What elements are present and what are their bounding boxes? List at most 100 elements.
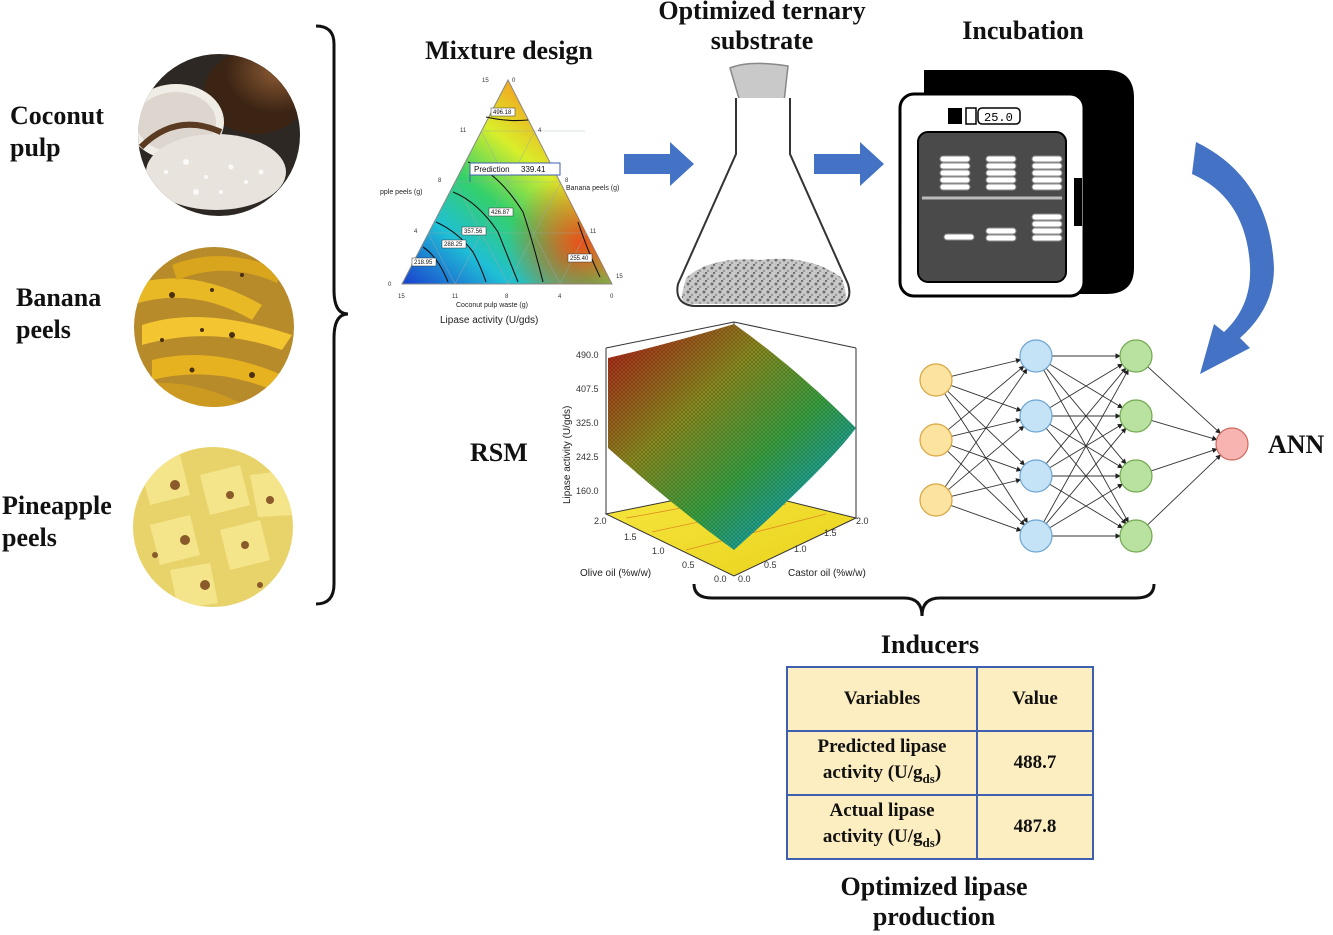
right-tick-2: 4	[538, 128, 542, 134]
x-tick-5: 0.0	[714, 574, 727, 584]
input-node	[919, 483, 953, 517]
x-tick-2: 1.5	[624, 532, 637, 542]
x-axis-label: Olive oil (%w/w)	[580, 568, 651, 579]
bottom-tick-4: 4	[558, 294, 562, 300]
table-row: Actual lipase activity (U/gds) 487.8	[786, 794, 1094, 860]
contour-label-6: 255.40	[570, 256, 589, 262]
row-actual-variable: Actual lipase activity (U/gds)	[786, 794, 978, 860]
bottom-axis-label: Coconut pulp waste (g)	[456, 302, 528, 309]
mixture-design-plot: 496.18 426.87 357.56 288.25 218.95 255.4…	[380, 78, 623, 326]
contour-label-5: 218.95	[414, 260, 433, 266]
input-node	[919, 363, 953, 397]
coconut-pulp-image	[138, 54, 300, 216]
label-banana-line2: peels	[16, 315, 71, 344]
left-tick-3: 8	[438, 178, 442, 184]
contour-label-4: 288.25	[444, 242, 463, 248]
contour-label-2: 426.87	[491, 210, 510, 216]
ann-connection	[1045, 427, 1127, 524]
right-tick-5: 15	[616, 274, 623, 280]
label-coconut-line2: pulp	[10, 133, 61, 162]
banana-peels-image	[134, 247, 294, 407]
final-title: Optimized lipase production	[800, 872, 1068, 932]
x-tick-3: 1.0	[652, 546, 665, 556]
contour-label-3: 357.56	[464, 229, 483, 235]
actual-line2: activity (U/gds)	[822, 826, 942, 850]
bottom-tick-5: 0	[610, 294, 614, 300]
hidden1-node	[1019, 459, 1053, 493]
header-variables: Variables	[786, 666, 978, 732]
prediction-value: 339.41	[521, 165, 546, 174]
ternary-title-line2: substrate	[710, 26, 814, 55]
bottom-tick-2: 11	[452, 294, 459, 300]
y-tick-4: 1.5	[824, 528, 837, 538]
right-tick-3: 8	[565, 178, 569, 184]
inducers-brace	[692, 583, 1156, 617]
ann-network	[919, 339, 1249, 553]
x-tick-1: 2.0	[594, 516, 607, 526]
contour-label-1: 496.18	[493, 110, 512, 116]
ann-connection	[944, 368, 1028, 488]
incubation-title: Incubation	[962, 16, 1084, 45]
left-tick-2: 11	[460, 128, 467, 134]
ann-connection	[947, 425, 1025, 491]
label-pineapple-peels: Pineapple peels	[2, 490, 112, 554]
y-tick-1: 0.0	[738, 574, 751, 584]
response-label: Lipase activity (U/gds)	[440, 315, 538, 326]
incubator-image: 25.0	[898, 70, 1134, 298]
incubator-display: 25.0	[984, 111, 1013, 125]
ann-connection	[1147, 454, 1222, 526]
ann-connection	[1043, 369, 1129, 523]
actual-line1: Actual lipase	[829, 800, 935, 822]
x-tick-4: 0.5	[682, 560, 695, 570]
bottom-tick-1: 15	[398, 294, 405, 300]
right-tick-1: 0	[512, 78, 516, 84]
label-pineapple-line1: Pineapple	[2, 491, 112, 520]
ann-connection	[951, 478, 1022, 497]
arrow-to-incubator	[814, 142, 884, 186]
flask-image	[676, 62, 851, 307]
bottom-tick-3: 8	[505, 294, 509, 300]
left-tick-4: 4	[414, 229, 418, 235]
ann-connection	[1151, 420, 1218, 441]
label-pineapple-line2: peels	[2, 523, 57, 552]
output-node	[1215, 427, 1249, 461]
right-axis-label: Banana peels (g)	[566, 185, 619, 192]
ann-label: ANN	[1268, 430, 1325, 459]
ann-connection	[950, 504, 1022, 532]
z-tick-3: 325.0	[576, 418, 599, 428]
row-predicted-value: 488.7	[976, 730, 1094, 796]
y-tick-5: 2.0	[856, 516, 869, 526]
hidden2-node	[1119, 399, 1153, 433]
z-tick-4: 242.5	[576, 452, 599, 462]
z-tick-5: 160.0	[576, 486, 599, 496]
row-actual-value: 487.8	[976, 794, 1094, 860]
y-tick-3: 1.0	[794, 544, 807, 554]
substrate-brace	[315, 24, 349, 606]
curved-arrow-to-ann	[1192, 142, 1274, 374]
hidden2-node	[1119, 459, 1153, 493]
y-axis-label: Castor oil (%w/w)	[788, 568, 866, 579]
ann-connection	[1049, 363, 1124, 409]
ternary-title-line1: Optimized ternary	[658, 0, 866, 25]
hidden2-node	[1119, 519, 1153, 553]
z-axis-label: Lipase activity (U/gds)	[562, 406, 573, 504]
prediction-label: Prediction	[474, 165, 510, 174]
ann-connection	[1049, 483, 1124, 529]
ann-connection	[1045, 367, 1127, 464]
pineapple-peels-image	[133, 447, 293, 607]
label-banana-line1: Banana	[16, 283, 102, 312]
rsm-label: RSM	[470, 438, 528, 467]
input-node	[919, 423, 953, 457]
ann-connection	[951, 358, 1022, 377]
final-title-line1: Optimized lipase	[840, 872, 1028, 901]
hidden1-node	[1019, 399, 1053, 433]
label-coconut-pulp: Coconut pulp	[10, 100, 104, 164]
ann-connection	[947, 365, 1025, 431]
inducers-title: Inducers	[880, 630, 980, 659]
final-title-line2: production	[872, 902, 996, 931]
predicted-line1: Predicted lipase	[817, 736, 947, 758]
left-tick-1: 15	[482, 78, 489, 84]
label-coconut-line1: Coconut	[10, 101, 104, 130]
ann-connection	[1147, 366, 1221, 434]
mixture-design-title: Mixture design	[425, 36, 593, 65]
